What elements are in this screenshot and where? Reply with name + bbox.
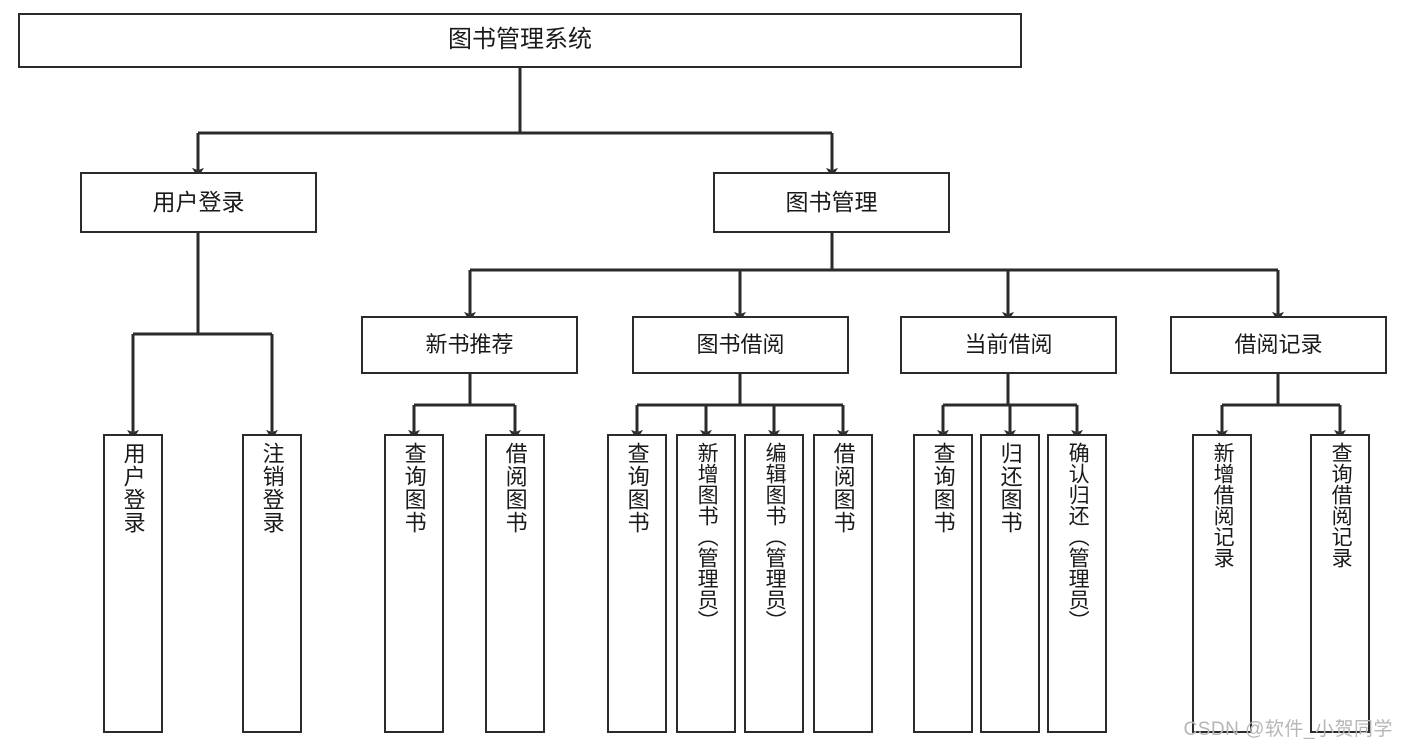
- node-leaf-user-login-label: 用户登录: [120, 442, 146, 534]
- node-leaf-query-book-1-label: 查询图书: [401, 442, 427, 534]
- node-new-book-recommendation-label: 新书推荐: [425, 332, 514, 358]
- node-user-login-label: 用户登录: [152, 188, 245, 215]
- node-leaf-confirm-return[interactable]: 确认归还（管理员）: [1047, 434, 1107, 733]
- node-new-book-recommendation[interactable]: 新书推荐: [361, 316, 578, 374]
- node-leaf-logout-label: 注销登录: [259, 442, 285, 534]
- node-leaf-borrow-book-2-label: 借阅图书: [830, 442, 856, 534]
- node-leaf-query-book-3-label: 查询图书: [930, 442, 956, 534]
- node-book-borrow-label: 图书借阅: [696, 332, 785, 358]
- node-root-system[interactable]: 图书管理系统: [18, 13, 1022, 68]
- node-leaf-borrow-book-1[interactable]: 借阅图书: [485, 434, 545, 733]
- node-leaf-confirm-return-label: 确认归还（管理员）: [1066, 442, 1090, 631]
- node-leaf-borrow-book-2[interactable]: 借阅图书: [813, 434, 873, 733]
- node-leaf-query-book-2-label: 查询图书: [624, 442, 650, 534]
- node-leaf-add-book[interactable]: 新增图书（管理员）: [676, 434, 736, 733]
- node-book-manage[interactable]: 图书管理: [713, 172, 950, 233]
- node-leaf-query-record[interactable]: 查询借阅记录: [1310, 434, 1370, 733]
- node-leaf-borrow-book-1-label: 借阅图书: [502, 442, 528, 534]
- node-leaf-query-book-1[interactable]: 查询图书: [384, 434, 444, 733]
- node-current-borrow-label: 当前借阅: [964, 332, 1053, 358]
- node-user-login[interactable]: 用户登录: [80, 172, 317, 233]
- node-root-system-label: 图书管理系统: [448, 26, 592, 54]
- node-book-borrow[interactable]: 图书借阅: [632, 316, 849, 374]
- node-borrow-record[interactable]: 借阅记录: [1170, 316, 1387, 374]
- node-leaf-edit-book[interactable]: 编辑图书（管理员）: [744, 434, 804, 733]
- node-leaf-query-record-label: 查询借阅记录: [1329, 442, 1353, 568]
- node-borrow-record-label: 借阅记录: [1234, 332, 1323, 358]
- node-leaf-query-book-3[interactable]: 查询图书: [913, 434, 973, 733]
- csdn-watermark: CSDN @软件_小贺同学: [1183, 719, 1393, 740]
- node-leaf-add-book-label: 新增图书（管理员）: [695, 442, 719, 631]
- node-leaf-user-login[interactable]: 用户登录: [103, 434, 163, 733]
- node-leaf-add-record-label: 新增借阅记录: [1211, 442, 1235, 568]
- node-leaf-return-book[interactable]: 归还图书: [980, 434, 1040, 733]
- node-leaf-return-book-label: 归还图书: [997, 442, 1023, 534]
- node-book-manage-label: 图书管理: [785, 188, 878, 215]
- node-leaf-logout[interactable]: 注销登录: [242, 434, 302, 733]
- node-current-borrow[interactable]: 当前借阅: [900, 316, 1117, 374]
- node-leaf-add-record[interactable]: 新增借阅记录: [1192, 434, 1252, 733]
- node-leaf-edit-book-label: 编辑图书（管理员）: [763, 442, 787, 631]
- node-leaf-query-book-2[interactable]: 查询图书: [607, 434, 667, 733]
